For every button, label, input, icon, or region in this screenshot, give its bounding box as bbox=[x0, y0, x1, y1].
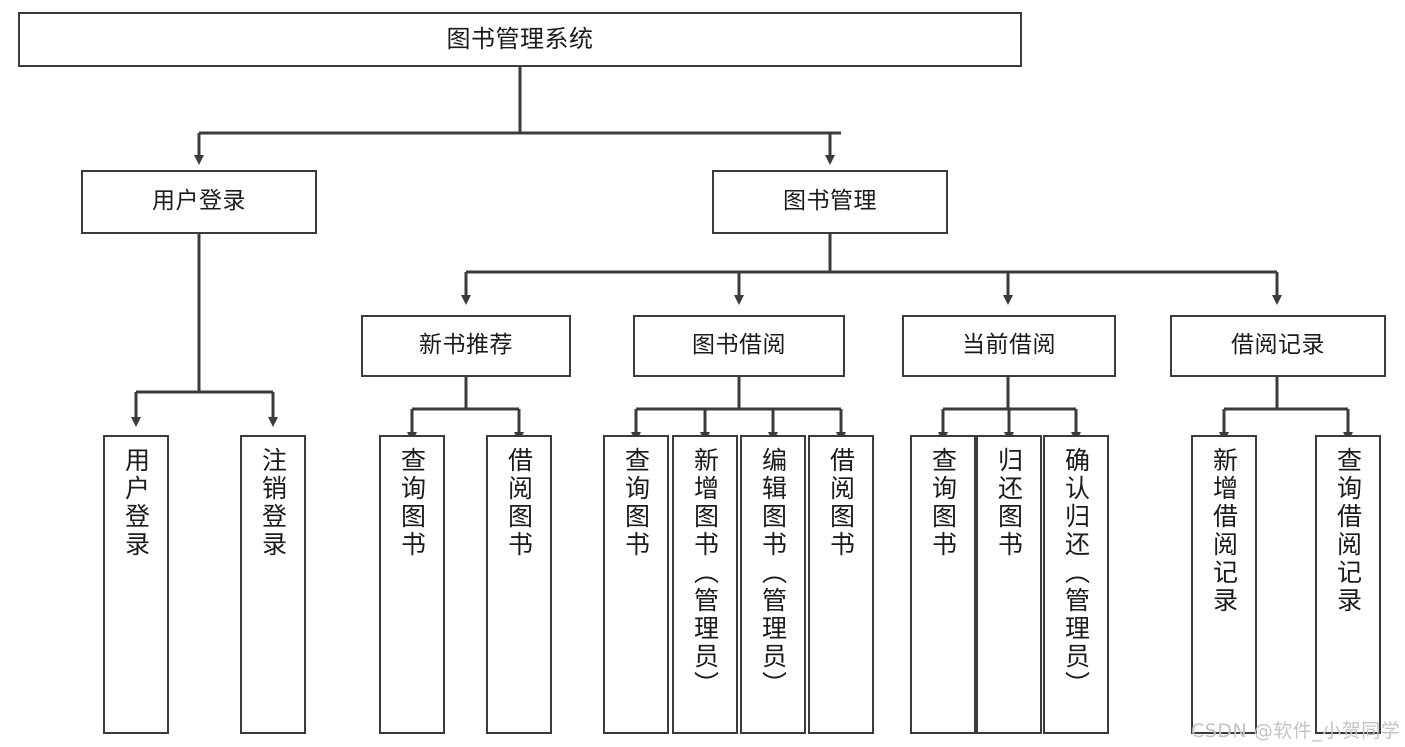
node-book-manage-label: 图书管理 bbox=[783, 188, 877, 215]
node-user-login-label: 用户登录 bbox=[152, 188, 246, 215]
node-leaf-query-book-2[interactable]: 查询图书 bbox=[603, 435, 669, 734]
node-book-borrow-label: 图书借阅 bbox=[692, 332, 786, 359]
node-leaf-query-book-1-label: 查询图书 bbox=[397, 447, 427, 559]
node-leaf-confirm-return[interactable]: 确认归还（管理员） bbox=[1043, 435, 1109, 734]
node-leaf-return-book[interactable]: 归还图书 bbox=[976, 435, 1042, 734]
node-leaf-borrow-book-2-label: 借阅图书 bbox=[826, 447, 856, 559]
node-new-book-recommend-label: 新书推荐 bbox=[419, 332, 513, 359]
node-book-borrow[interactable]: 图书借阅 bbox=[633, 315, 845, 377]
node-leaf-query-record[interactable]: 查询借阅记录 bbox=[1315, 435, 1381, 734]
node-leaf-query-book-2-label: 查询图书 bbox=[621, 447, 651, 559]
node-root[interactable]: 图书管理系统 bbox=[18, 12, 1022, 67]
node-borrow-record[interactable]: 借阅记录 bbox=[1170, 315, 1386, 377]
node-leaf-edit-book-label: 编辑图书（管理员） bbox=[758, 447, 788, 699]
node-leaf-user-login[interactable]: 用户登录 bbox=[103, 435, 169, 734]
node-new-book-recommend[interactable]: 新书推荐 bbox=[361, 315, 571, 377]
node-book-manage[interactable]: 图书管理 bbox=[712, 170, 948, 234]
node-leaf-borrow-book-2[interactable]: 借阅图书 bbox=[808, 435, 874, 734]
node-leaf-add-book[interactable]: 新增图书（管理员） bbox=[672, 435, 738, 734]
node-leaf-logout[interactable]: 注销登录 bbox=[240, 435, 306, 734]
csdn-watermark: CSDN @软件_小贺同学 bbox=[1191, 720, 1401, 742]
node-leaf-add-record-label: 新增借阅记录 bbox=[1209, 447, 1239, 615]
node-current-borrow-label: 当前借阅 bbox=[962, 332, 1056, 359]
node-leaf-logout-label: 注销登录 bbox=[258, 447, 288, 559]
node-leaf-borrow-book-1-label: 借阅图书 bbox=[504, 447, 534, 559]
node-leaf-add-record[interactable]: 新增借阅记录 bbox=[1191, 435, 1257, 734]
node-leaf-query-book-3[interactable]: 查询图书 bbox=[910, 435, 976, 734]
node-leaf-user-login-label: 用户登录 bbox=[121, 447, 151, 559]
node-leaf-borrow-book-1[interactable]: 借阅图书 bbox=[486, 435, 552, 734]
node-leaf-query-book-3-label: 查询图书 bbox=[928, 447, 958, 559]
node-leaf-query-record-label: 查询借阅记录 bbox=[1333, 447, 1363, 615]
node-leaf-edit-book[interactable]: 编辑图书（管理员） bbox=[740, 435, 806, 734]
node-borrow-record-label: 借阅记录 bbox=[1231, 332, 1325, 359]
node-leaf-add-book-label: 新增图书（管理员） bbox=[690, 447, 720, 699]
node-root-label: 图书管理系统 bbox=[446, 25, 594, 54]
node-user-login[interactable]: 用户登录 bbox=[81, 170, 317, 234]
node-leaf-confirm-return-label: 确认归还（管理员） bbox=[1061, 447, 1091, 699]
node-current-borrow[interactable]: 当前借阅 bbox=[902, 315, 1116, 377]
node-leaf-return-book-label: 归还图书 bbox=[994, 447, 1024, 559]
node-leaf-query-book-1[interactable]: 查询图书 bbox=[379, 435, 445, 734]
